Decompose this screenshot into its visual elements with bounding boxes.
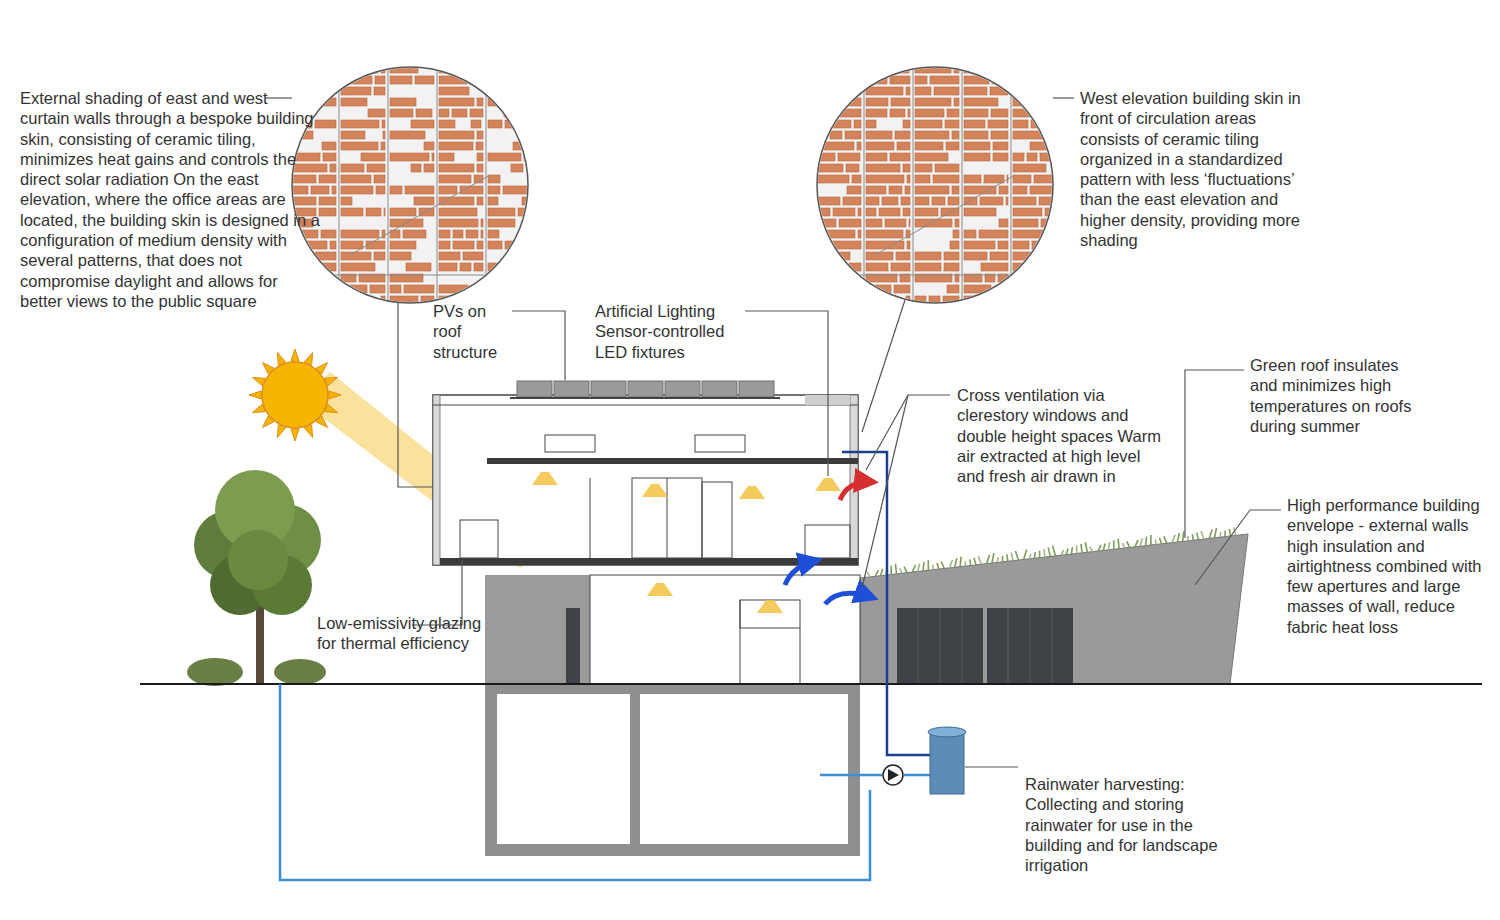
envelope-note: High performance building envelope - ext…: [1287, 495, 1487, 637]
adjacent-building: [860, 534, 1248, 684]
pv-panels: [510, 381, 780, 398]
led-lamps: [532, 472, 841, 613]
building-section: [433, 395, 860, 856]
rainwater-note: Rainwater harvesting: Collecting and sto…: [1025, 774, 1220, 875]
rainwater-pipes: [280, 452, 930, 880]
facade-detail-west: [815, 65, 1060, 305]
pv-label: PVs on roof structure: [433, 301, 511, 362]
facade-detail-east: [290, 65, 535, 305]
ventilation-note: Cross ventilation via clerestory windows…: [957, 385, 1169, 486]
green-roof: [867, 527, 1236, 576]
ventilation-arrows: [785, 482, 874, 604]
east-skin-note: External shading of east and west curtai…: [20, 88, 320, 311]
ground-line: [140, 683, 1482, 685]
sun-symbol: [249, 349, 341, 441]
glazing-label: Low-emissivity glazing for thermal effic…: [317, 613, 482, 654]
lighting-label: Artificial Lighting Sensor-controlled LE…: [595, 301, 743, 362]
west-skin-note: West elevation building skin in front of…: [1080, 88, 1315, 250]
tree: [187, 470, 326, 686]
rainwater-tank: [928, 727, 966, 794]
green-roof-note: Green roof insulates and minimizes high …: [1250, 355, 1430, 436]
